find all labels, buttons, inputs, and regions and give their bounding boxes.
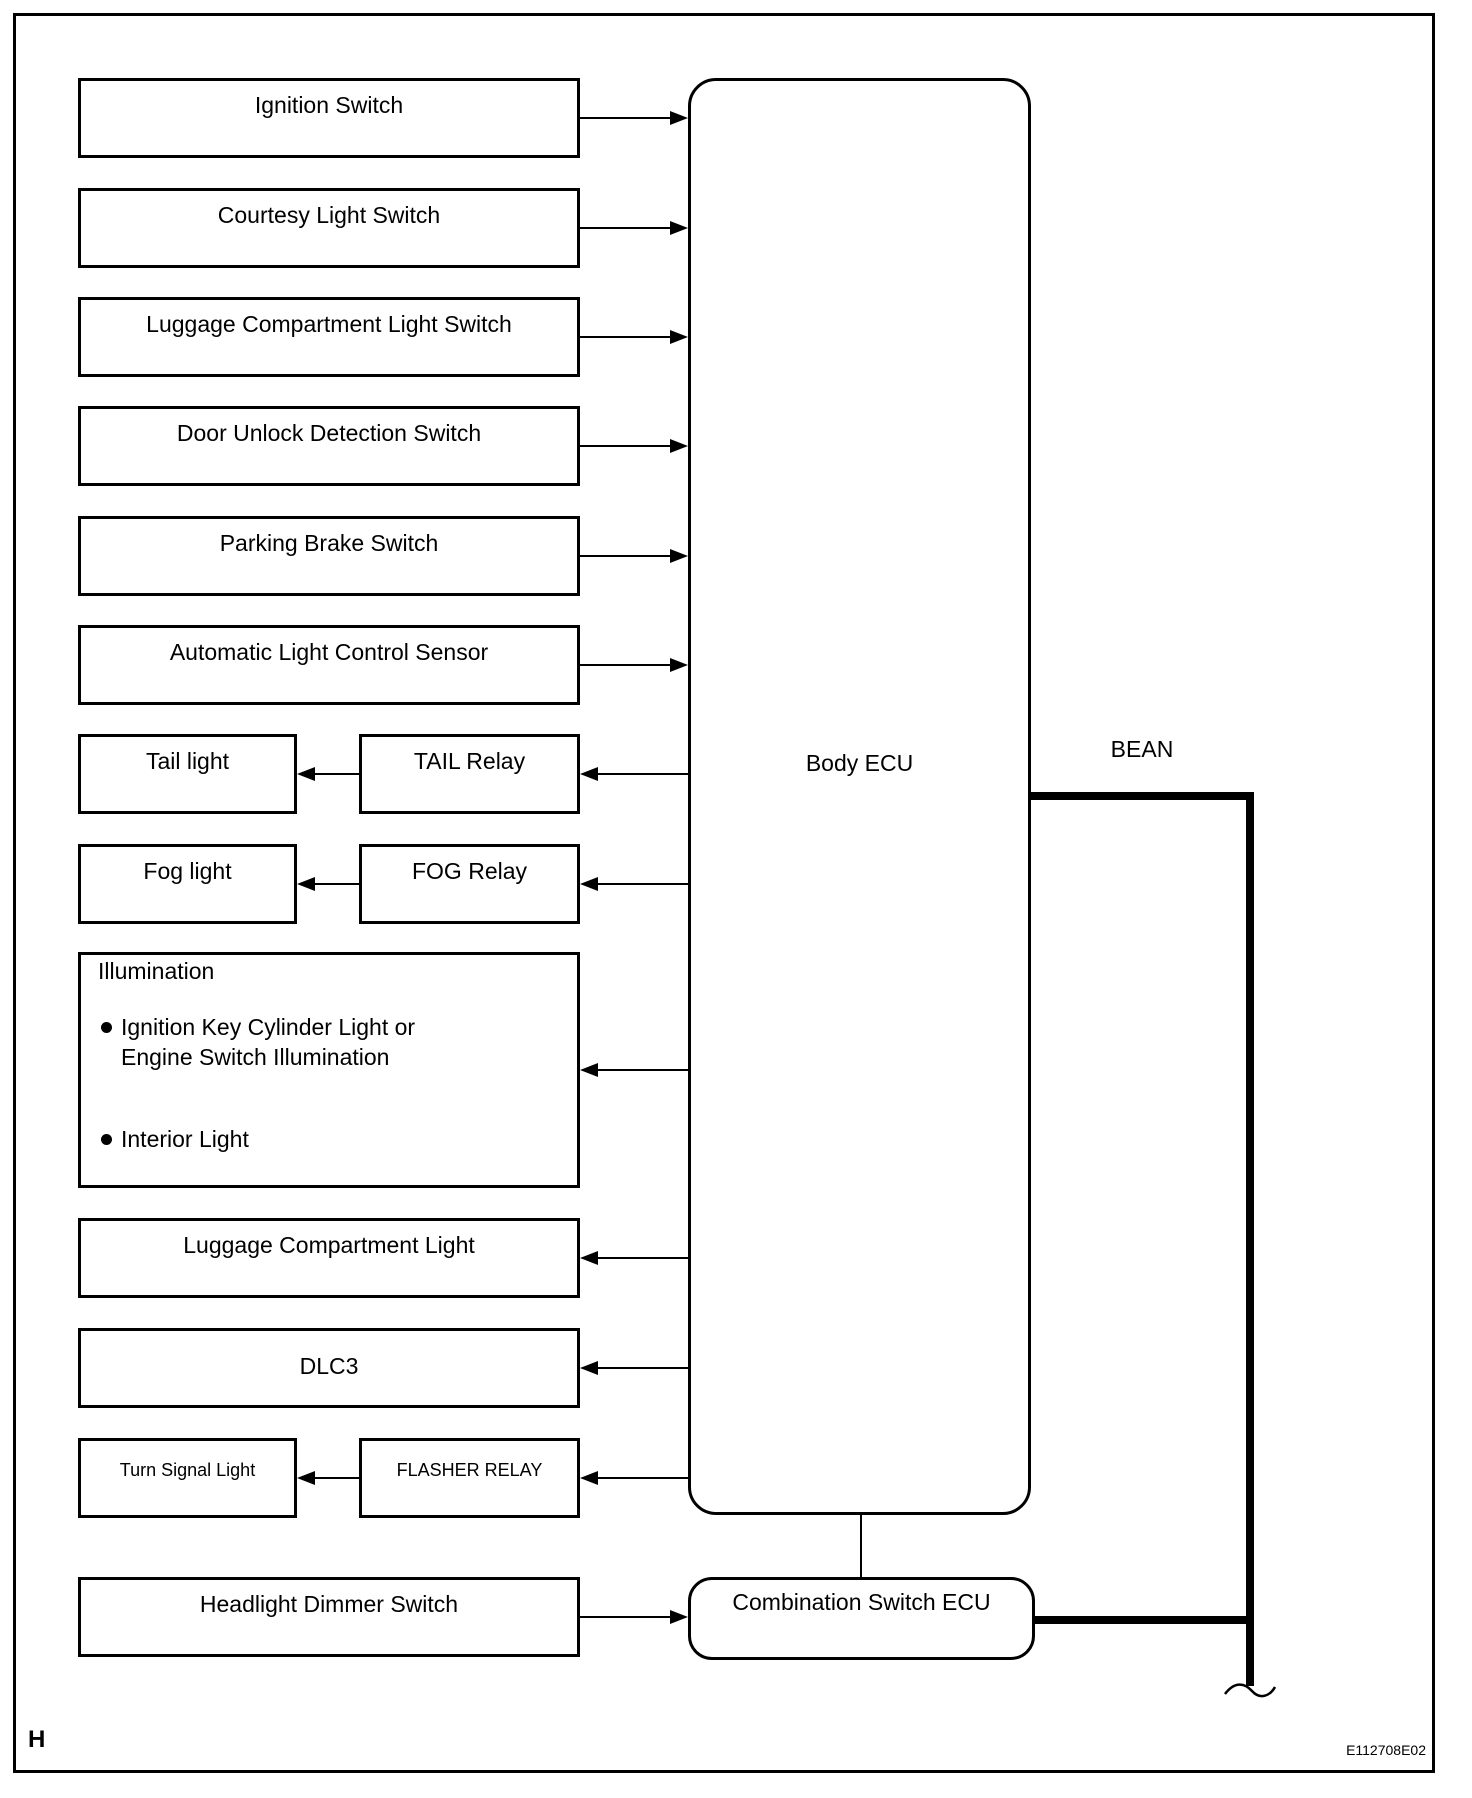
arrowhead-dlc3 <box>580 1361 598 1375</box>
line-ecu-tail-relay <box>598 773 688 775</box>
box-parking-brake-switch: Parking Brake Switch <box>78 516 580 596</box>
box-headlight-dimmer-switch: Headlight Dimmer Switch <box>78 1577 580 1657</box>
box-illumination <box>78 952 580 1188</box>
line-ecu-luggage-light <box>598 1257 688 1259</box>
line-ignition <box>580 117 672 119</box>
line-luggage-switch <box>580 336 672 338</box>
arrowhead-luggage-switch <box>670 330 688 344</box>
bean-bus-vertical <box>1246 792 1254 1686</box>
box-tail-relay: TAIL Relay <box>359 734 580 814</box>
box-fog-light: Fog light <box>78 844 297 924</box>
box-luggage-compartment-light: Luggage Compartment Light <box>78 1218 580 1298</box>
arrowhead-headlight-dimmer <box>670 1610 688 1624</box>
arrowhead-door-unlock <box>670 439 688 453</box>
arrowhead-luggage-light <box>580 1251 598 1265</box>
arrowhead-turn-signal <box>297 1471 315 1485</box>
arrowhead-fog-light <box>297 877 315 891</box>
arrowhead-tail-light <box>297 767 315 781</box>
body-ecu-box <box>688 78 1031 1515</box>
box-courtesy-light-switch: Courtesy Light Switch <box>78 188 580 268</box>
bean-bus-horizontal <box>1031 792 1254 800</box>
arrowhead-tail-relay <box>580 767 598 781</box>
illumination-bullet-1: Ignition Key Cylinder Light or Engine Sw… <box>101 1012 493 1072</box>
arrowhead-ignition <box>670 111 688 125</box>
combination-switch-ecu-label: Combination Switch ECU <box>732 1589 991 1615</box>
arrowhead-illumination <box>580 1063 598 1077</box>
diagram-border <box>13 13 1435 1773</box>
bean-label: BEAN <box>1110 736 1174 762</box>
figure-code: E112708E02 <box>1346 1742 1426 1758</box>
line-ecu-dlc3 <box>598 1367 688 1369</box>
arrowhead-parking-brake <box>670 549 688 563</box>
line-ecu-fog-relay <box>598 883 688 885</box>
box-tail-light: Tail light <box>78 734 297 814</box>
bullet-icon <box>101 1134 112 1145</box>
line-fog-relay-light <box>315 883 359 885</box>
line-tail-relay-light <box>315 773 359 775</box>
box-dlc3: DLC3 <box>78 1328 580 1408</box>
line-courtesy <box>580 227 672 229</box>
line-ecu-flasher <box>598 1477 688 1479</box>
line-headlight-dimmer <box>580 1616 672 1618</box>
combination-bus-connector <box>1035 1616 1254 1624</box>
box-flasher-relay: FLASHER RELAY <box>359 1438 580 1518</box>
footer-page-letter: H <box>28 1726 46 1753</box>
arrowhead-flasher <box>580 1471 598 1485</box>
bullet-icon <box>101 1022 112 1033</box>
illumination-title: Illumination <box>98 958 215 984</box>
arrowhead-auto-light-sensor <box>670 658 688 672</box>
box-luggage-compartment-light-switch: Luggage Compartment Light Switch <box>78 297 580 377</box>
box-fog-relay: FOG Relay <box>359 844 580 924</box>
line-parking-brake <box>580 555 672 557</box>
combination-switch-ecu-box <box>688 1577 1035 1660</box>
line-ecu-illumination <box>598 1069 688 1071</box>
line-flasher-turn-signal <box>315 1477 359 1479</box>
line-auto-light-sensor <box>580 664 672 666</box>
body-ecu-label: Body ECU <box>805 750 914 776</box>
bus-break-squiggle-icon <box>1224 1683 1277 1698</box>
box-turn-signal-light: Turn Signal Light <box>78 1438 297 1518</box>
box-door-unlock-detection-switch: Door Unlock Detection Switch <box>78 406 580 486</box>
box-automatic-light-control-sensor: Automatic Light Control Sensor <box>78 625 580 705</box>
arrowhead-fog-relay <box>580 877 598 891</box>
line-door-unlock <box>580 445 672 447</box>
illumination-bullet-2: Interior Light <box>101 1124 493 1154</box>
arrowhead-courtesy <box>670 221 688 235</box>
line-ecu-combination <box>860 1515 862 1577</box>
box-ignition-switch: Ignition Switch <box>78 78 580 158</box>
